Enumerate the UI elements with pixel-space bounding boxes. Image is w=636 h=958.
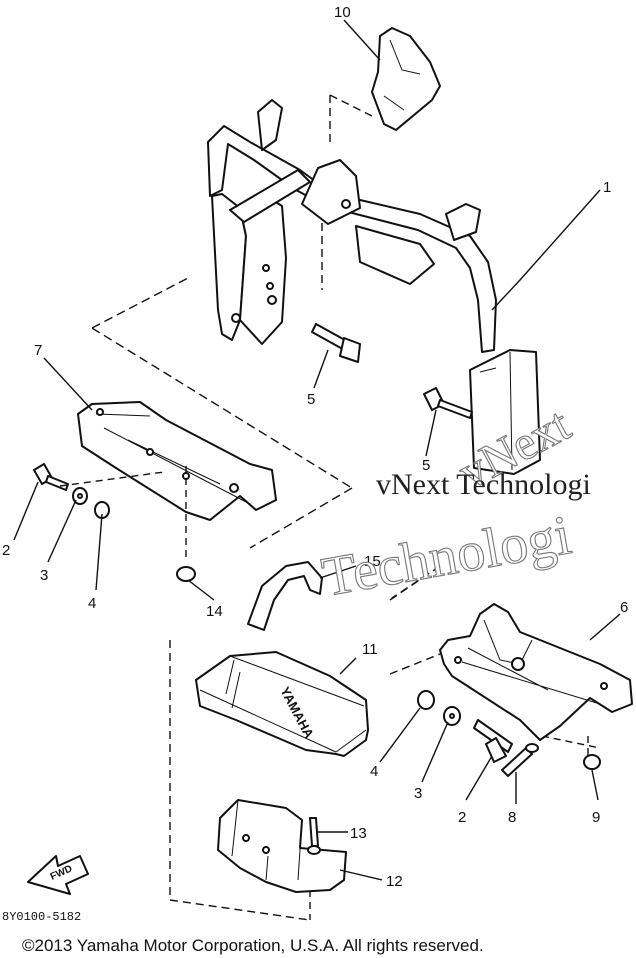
part-1-frame: [207, 99, 541, 475]
label-part-9: 9: [592, 809, 600, 826]
label-part-8: 8: [508, 809, 516, 826]
part-11-box: YAMAHA: [195, 651, 369, 757]
label-part-12: 12: [386, 873, 403, 890]
leader-lines: [13, 19, 621, 881]
diagram-code: 8Y0100-5182: [2, 910, 81, 924]
part-2-bolt-left: [33, 463, 69, 491]
label-part-3-right: 3: [414, 785, 422, 802]
label-part-2-right: 2: [458, 809, 466, 826]
watermark-line-3: Technologi: [317, 504, 575, 609]
label-part-2-left: 2: [2, 542, 10, 559]
part-8-pin: [501, 743, 539, 777]
label-part-7: 7: [34, 342, 42, 359]
label-part-5-right: 5: [422, 457, 430, 474]
part-3-washer-right: [443, 706, 461, 726]
label-part-4-left: 4: [88, 595, 96, 612]
part-15-strap: [247, 561, 323, 631]
part-5-bolt-left: [311, 323, 361, 363]
part-7-bracket: [77, 401, 277, 521]
watermark: vNext vNext Technologi Technologi: [317, 397, 591, 609]
label-part-1: 1: [603, 179, 611, 196]
label-part-10: 10: [334, 4, 351, 21]
label-part-5-left: 5: [307, 391, 315, 408]
part-12-bracket: [217, 799, 347, 893]
watermark-line-2: vNext Technologi: [376, 468, 591, 501]
part-3-washer-left: [72, 487, 88, 505]
label-part-11: 11: [362, 641, 378, 658]
label-part-3-left: 3: [40, 567, 48, 584]
copyright-notice: ©2013 Yamaha Motor Corporation, U.S.A. A…: [22, 936, 484, 955]
part-9-clip: [583, 754, 601, 770]
part-14-grommet: [176, 566, 196, 582]
label-part-4-right: 4: [370, 763, 378, 780]
part-5-bolt-right: [423, 387, 473, 419]
label-part-6: 6: [620, 599, 628, 616]
fwd-arrow-icon: FWD: [27, 855, 89, 895]
part-4-nut-right: [417, 690, 435, 710]
label-part-13: 13: [350, 825, 367, 842]
label-part-15: 15: [364, 553, 381, 570]
part-13-rivet: [307, 817, 321, 855]
part-2-bolt-right: [473, 719, 513, 763]
part-6-bracket: [439, 603, 633, 741]
part-10-plate: [371, 27, 441, 131]
label-part-14: 14: [206, 603, 223, 620]
